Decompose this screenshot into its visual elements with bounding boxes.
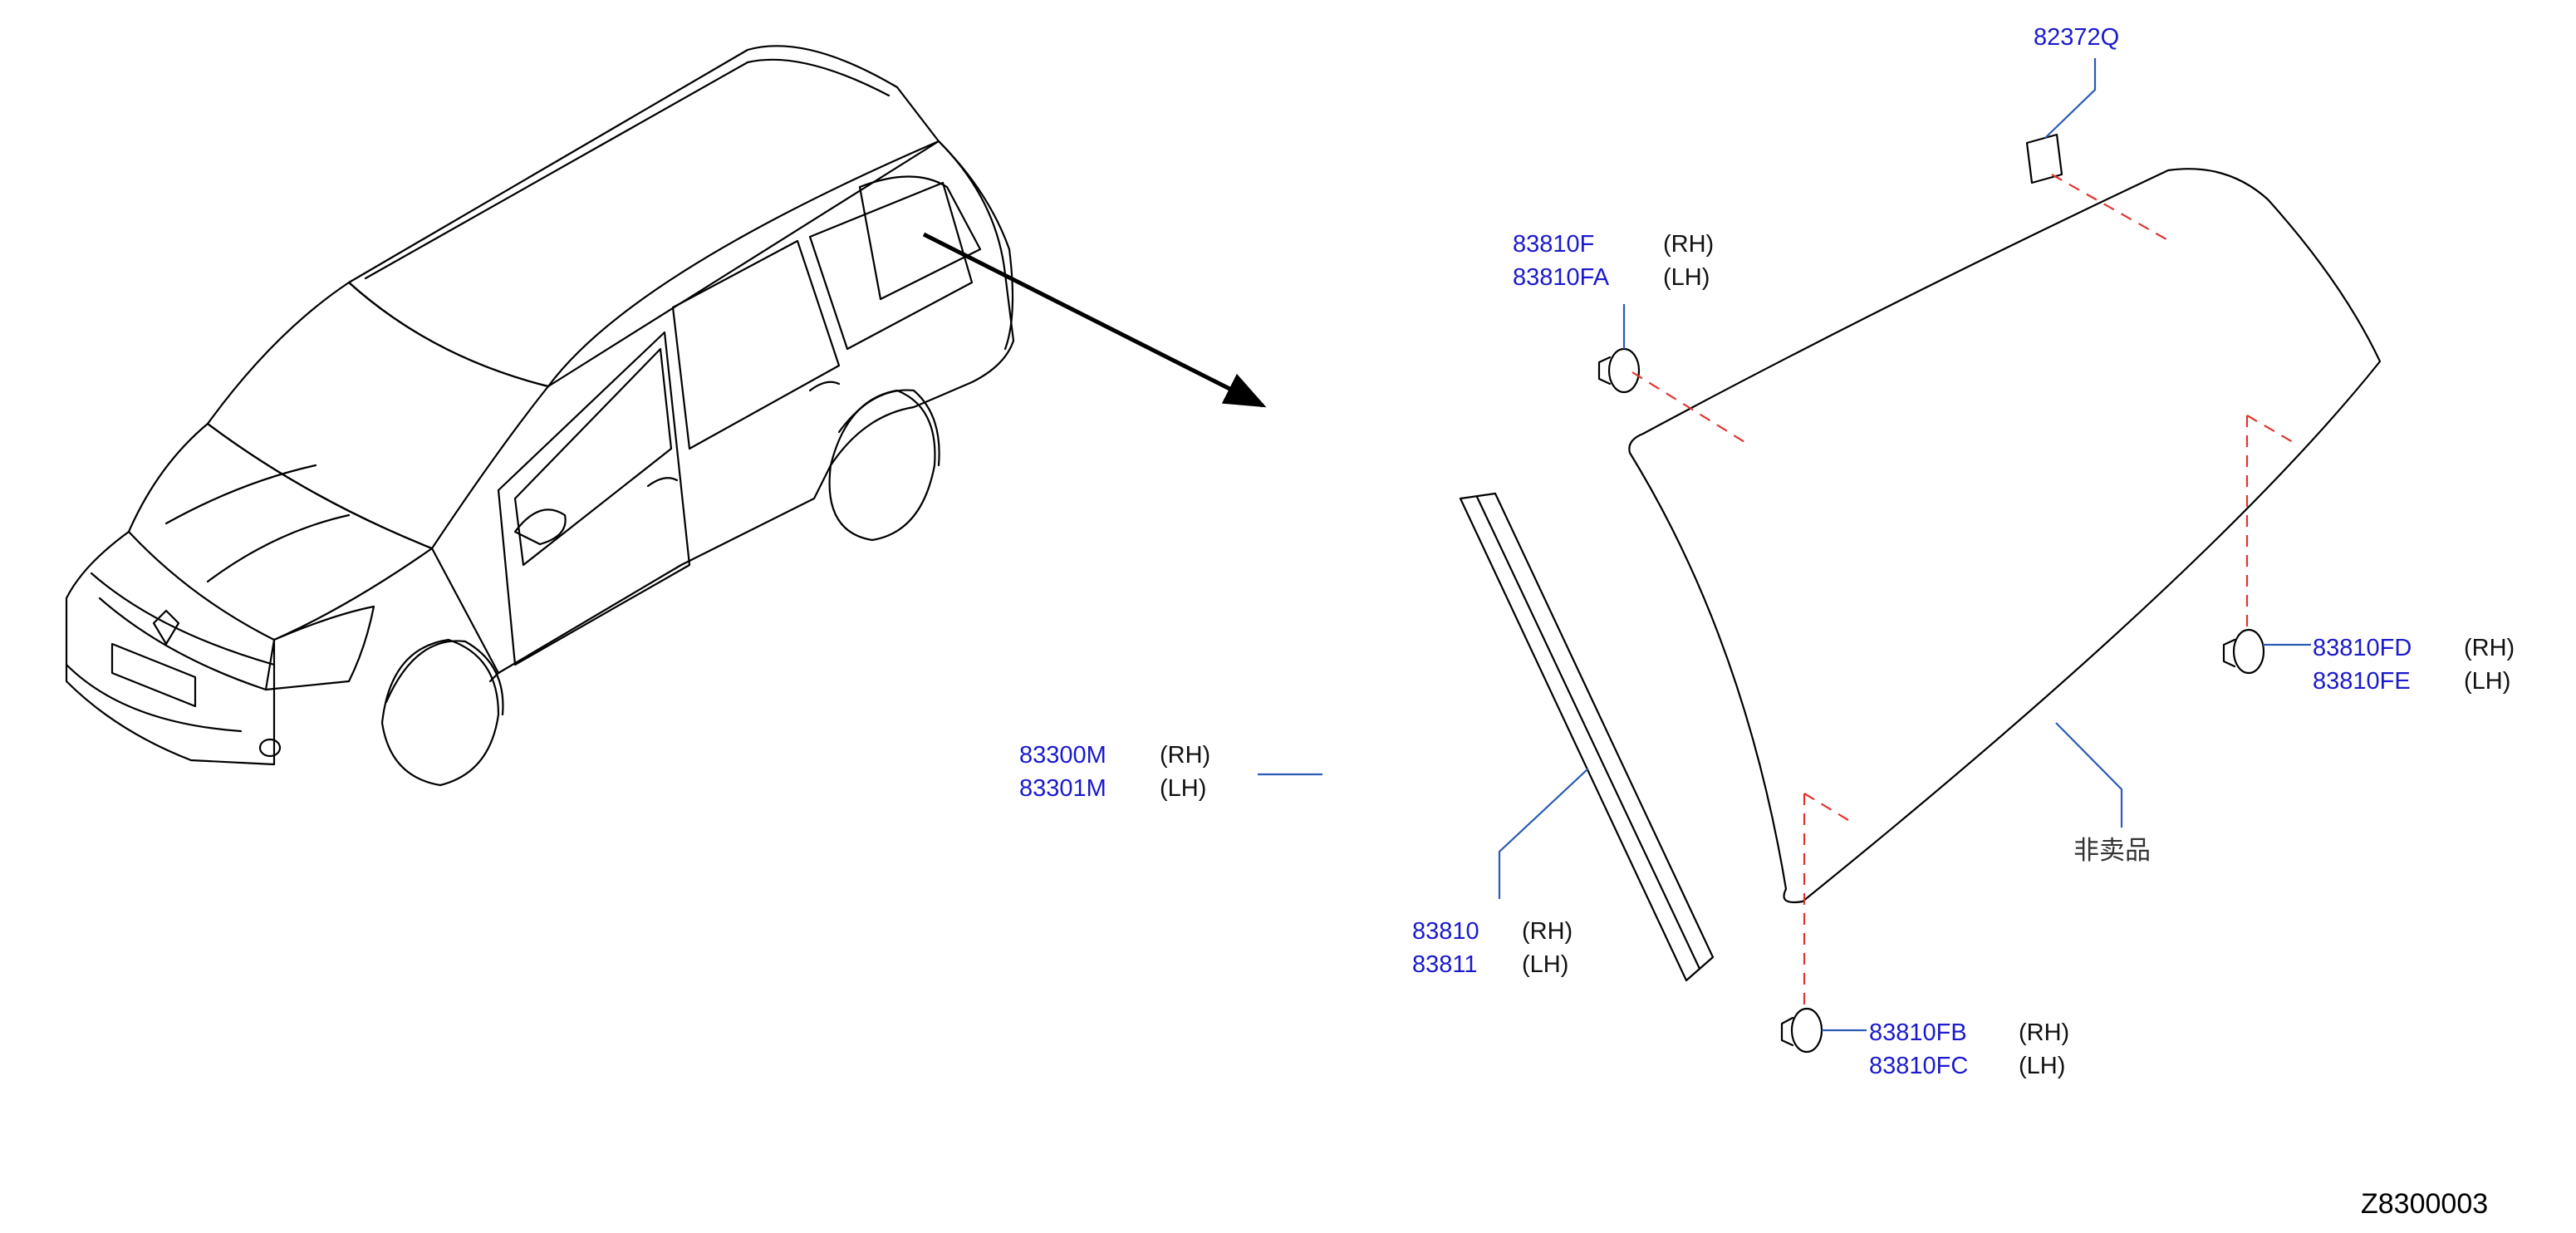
part-number-83300m[interactable]: 83300M [1019,742,1106,769]
callout-83300m: 83300M (RH) 83301M (LH) [1019,742,1210,802]
vehicle-illustration [65,45,1015,787]
side-label-rh: (RH) [1522,918,1573,945]
diagram-code: Z8300003 [2361,1188,2488,1220]
leader-lines [1258,58,2311,1032]
part-number-82372q[interactable]: 82372Q [2034,24,2119,51]
part-number-83811[interactable]: 83811 [1412,951,1478,978]
part-number-83810fe[interactable]: 83810FE [2313,668,2411,695]
part-number-83810fc[interactable]: 83810FC [1869,1053,1968,1079]
side-label-lh: (LH) [1663,264,1710,291]
side-label-rh: (RH) [2019,1019,2069,1046]
clip-bottom [1780,1007,1823,1054]
side-label-lh: (LH) [2464,668,2510,695]
callout-83810f: 83810F (RH) 83810FA (LH) [1513,231,1714,291]
callout-83810: 83810 (RH) 83811 (LH) [1412,918,1573,978]
molding-edge-line [1475,495,1701,970]
part-number-83810fa[interactable]: 83810FA [1513,264,1610,291]
glass-molding [1459,492,1715,982]
side-label-lh: (LH) [1160,775,1206,802]
pointer-arrow [922,232,1267,408]
callout-83810fd: 83810FD (RH) 83810FE (LH) [2313,635,2515,695]
spacer-block [2025,133,2063,184]
side-label-rh: (RH) [1160,742,1210,769]
part-number-83810f[interactable]: 83810F [1513,231,1594,258]
part-number-83810fd[interactable]: 83810FD [2313,635,2412,661]
side-label-lh: (LH) [2019,1053,2065,1079]
side-label-rh: (RH) [1663,231,1714,258]
callout-83810fb: 83810FB (RH) 83810FC (LH) [1869,1019,2069,1079]
callout-82372q: 82372Q [2034,24,2119,51]
quarter-glass [1628,168,2382,904]
side-label-rh: (RH) [2464,635,2515,661]
clip-upper-left [1597,347,1641,394]
part-number-83810[interactable]: 83810 [1412,918,1479,945]
part-number-83810fb[interactable]: 83810FB [1869,1019,1967,1046]
part-number-83301m[interactable]: 83301M [1019,775,1106,802]
not-for-sale-note: 非卖品 [2073,836,2151,866]
assembly-dashes [1631,174,2294,1009]
side-label-lh: (LH) [1522,951,1568,978]
clip-right [2222,628,2265,675]
